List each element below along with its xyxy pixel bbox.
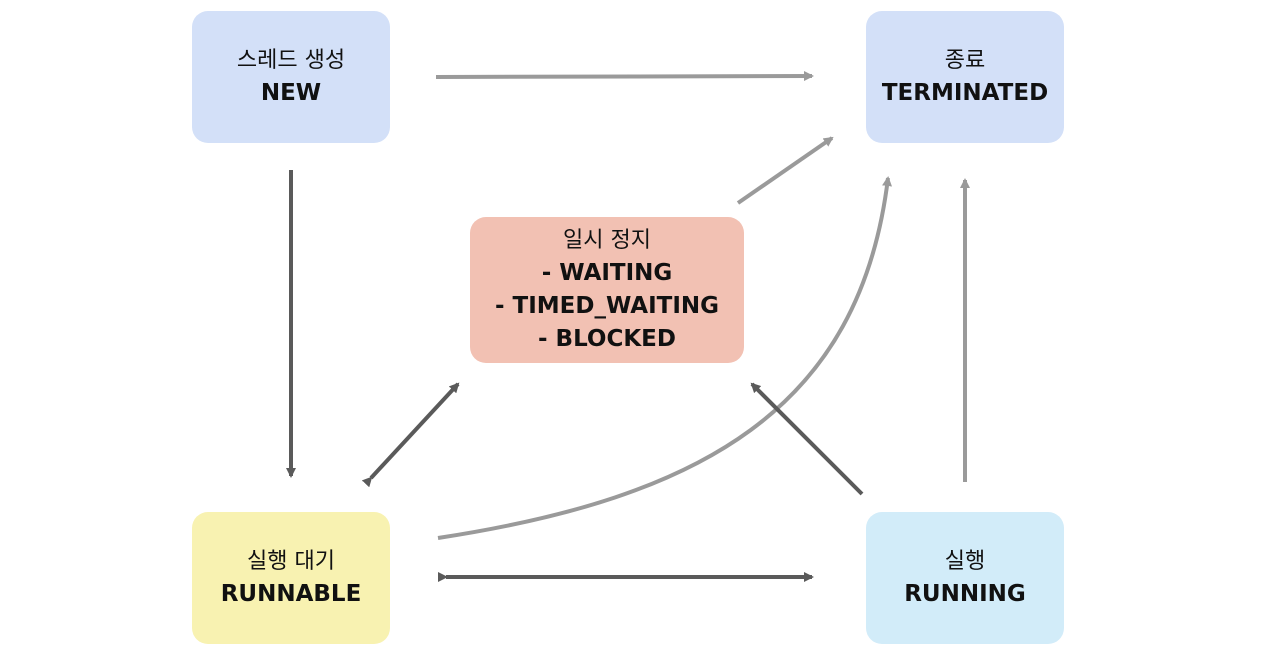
node-running-state: RUNNING xyxy=(904,581,1026,607)
edge-runnable-paused xyxy=(361,382,460,488)
node-runnable: 실행 대기 RUNNABLE xyxy=(192,512,390,644)
node-terminated: 종료 TERMINATED xyxy=(866,11,1064,143)
edge-new-to-terminated xyxy=(435,71,814,82)
node-paused-state-timed-waiting: - TIMED_WAITING xyxy=(494,293,720,319)
node-new: 스레드 생성 NEW xyxy=(192,11,390,143)
node-running: 실행 RUNNING xyxy=(866,512,1064,644)
node-running-title: 실행 xyxy=(944,549,986,574)
edge-paused-to-terminated xyxy=(736,136,834,205)
edge-runnable-to-terminated xyxy=(437,176,892,540)
node-terminated-state: TERMINATED xyxy=(881,80,1049,106)
node-paused-state-waiting: - WAITING xyxy=(541,260,673,286)
node-paused-title: 일시 정지 xyxy=(563,228,651,253)
node-new-state: NEW xyxy=(260,80,322,106)
node-runnable-title: 실행 대기 xyxy=(247,549,335,574)
node-new-title: 스레드 생성 xyxy=(236,48,346,73)
node-paused: 일시 정지 - WAITING - TIMED_WAITING - BLOCKE… xyxy=(470,217,744,363)
node-paused-state-blocked: - BLOCKED xyxy=(538,326,676,352)
edge-running-to-paused xyxy=(750,382,864,496)
node-runnable-state: RUNNABLE xyxy=(220,581,362,607)
node-terminated-title: 종료 xyxy=(944,48,986,73)
